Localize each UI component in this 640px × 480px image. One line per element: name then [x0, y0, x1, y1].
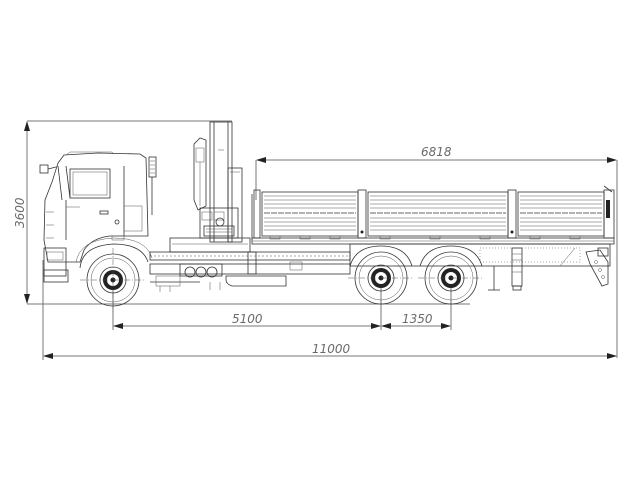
side-mirror	[39, 164, 49, 174]
rear-bumper-bracket	[585, 247, 609, 287]
dimension-wheelbase: 5100	[112, 278, 452, 330]
dimension-tandem-spacing: 1350	[381, 312, 451, 329]
chassis-frame	[149, 251, 351, 292]
platform-section-1	[261, 191, 359, 237]
overall-height-label: 3600	[13, 197, 27, 228]
dimension-overall-length: 11000	[42, 260, 617, 360]
platform-length-label: 6818	[421, 145, 452, 159]
rear-wheel-1	[348, 251, 414, 305]
front-wheel	[80, 248, 146, 312]
platform-section-3	[517, 191, 605, 237]
cargo-platform	[251, 185, 615, 245]
overall-length-label: 11000	[312, 342, 351, 356]
wheelbase-label: 5100	[232, 312, 263, 326]
rear-outrigger	[511, 247, 523, 291]
platform-section-2	[367, 191, 509, 237]
dimension-platform-length: 6818	[255, 145, 618, 358]
loader-crane	[169, 121, 251, 253]
rear-subframe	[349, 243, 611, 267]
tandem-spacing-label: 1350	[402, 312, 433, 326]
cab	[39, 151, 157, 283]
rear-wheel-2	[418, 251, 484, 305]
